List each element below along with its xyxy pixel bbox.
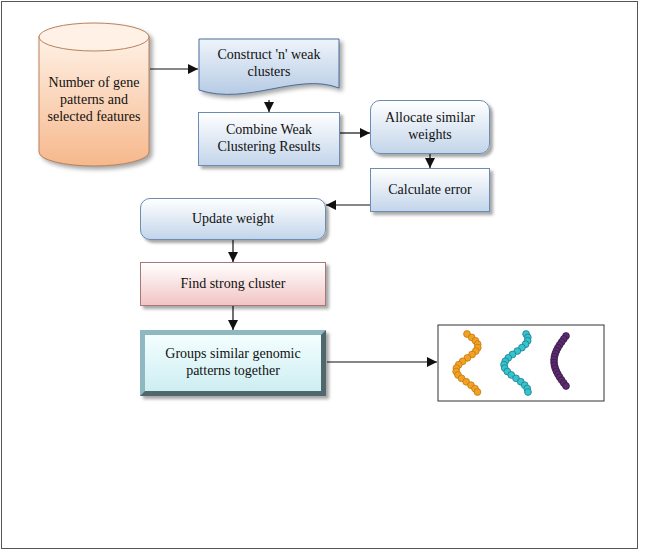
bead-chains [453, 331, 570, 396]
process-box: Calculate error [370, 168, 490, 212]
process-box: Find strong cluster [140, 262, 326, 306]
process-box: Update weight [140, 198, 326, 240]
flow-arrow [232, 306, 233, 330]
process-box: Allocate similar weights [370, 100, 490, 154]
document-box: Construct 'n' weak clusters [198, 38, 340, 100]
image-frame [438, 325, 604, 401]
flow-arrow [150, 68, 198, 69]
flow-arrow [429, 154, 430, 168]
output-box: Groups similar genomic patterns together [140, 330, 326, 396]
node-label: Calculate error [388, 182, 472, 199]
data-cylinder: Number of gene patterns and selected fea… [38, 22, 150, 167]
flow-arrow [268, 100, 269, 112]
node-label: Combine Weak Clustering Results [207, 122, 331, 156]
node-label: Find strong cluster [181, 276, 286, 293]
node-label: Update weight [192, 211, 274, 228]
process-box: Combine Weak Clustering Results [198, 112, 340, 166]
node-label: Number of gene patterns and selected fea… [46, 75, 142, 125]
node-label: Construct 'n' weak clusters [206, 47, 332, 81]
node-label: Groups similar genomic patterns together [153, 346, 313, 380]
node-label: Allocate similar weights [379, 110, 481, 144]
output-arrow [327, 361, 437, 362]
flow-arrow [340, 132, 370, 133]
flow-arrow [326, 204, 370, 205]
flow-arrow [232, 240, 233, 262]
